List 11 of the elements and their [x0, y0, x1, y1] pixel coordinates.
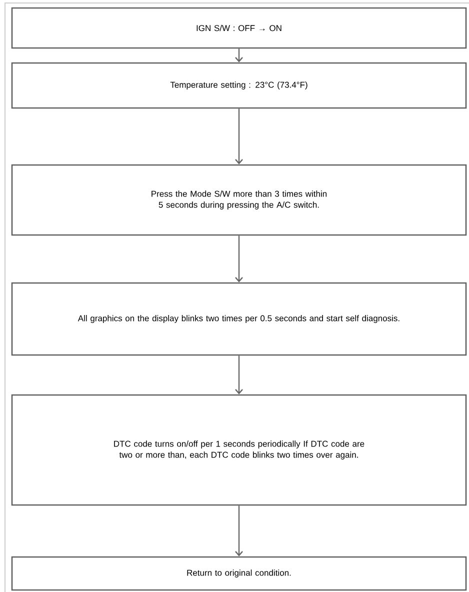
process-box: Temperature setting : 23°C (73.4°F) [11, 62, 467, 109]
arrow [235, 108, 243, 164]
process-box: IGN S/W : OFF → ON [11, 7, 467, 49]
process-box: DTC code turns on/off per 1 seconds periodically If DTC code are two or more than, each DTC code blinks two times over again. [11, 394, 467, 506]
arrow [235, 236, 243, 282]
process-box: Press the Mode S/W more than 3 times within 5 seconds during pressing the A/C switch. [11, 164, 467, 236]
process-box: All graphics on the display blinks two times per 0.5 seconds and start self diagnosis. [11, 282, 467, 356]
arrow [235, 506, 243, 556]
arrow [235, 48, 243, 62]
process-box: Return to original condition. [11, 556, 467, 591]
arrow [235, 356, 243, 394]
